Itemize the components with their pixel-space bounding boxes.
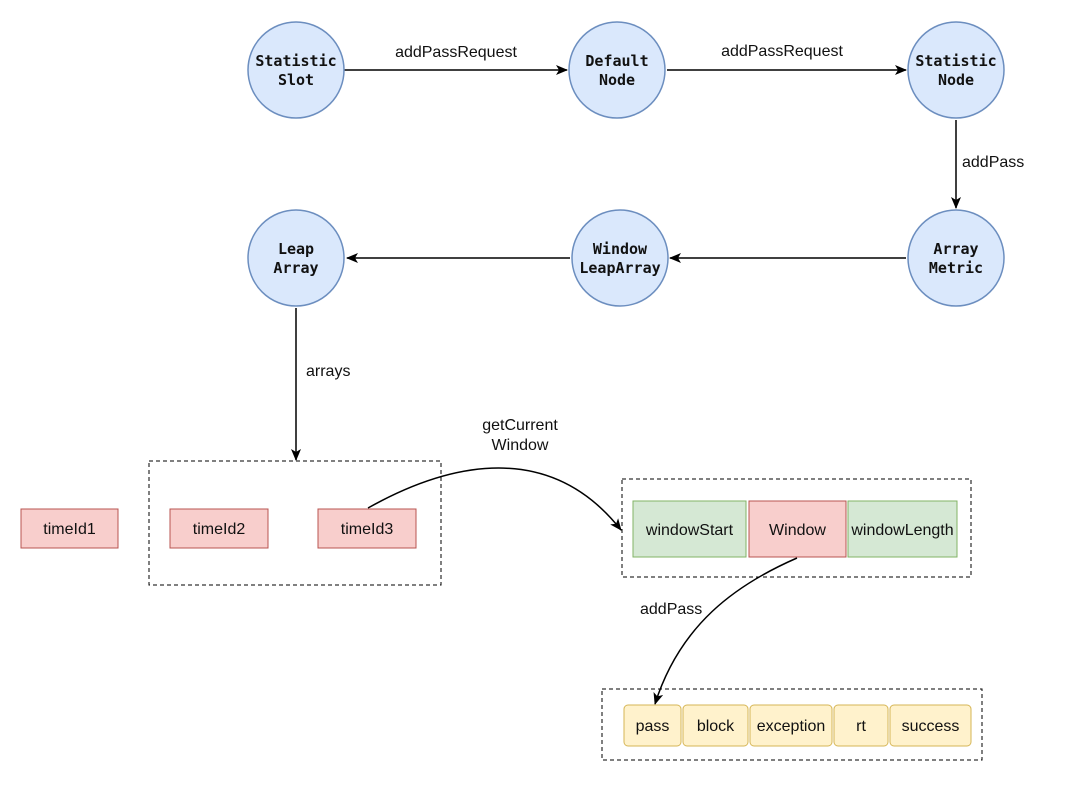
window-start-field: windowStart [632,500,747,558]
time-id-3-label: timeId3 [341,521,394,538]
node-default-node: Default Node [568,21,666,119]
counter-exception: exception [749,704,833,747]
node-window-leap-array: Window LeapArray [571,209,669,307]
edge-label-get-current: getCurrent [482,417,558,434]
window-label: Window [769,522,826,539]
node-array-metric: Array Metric [907,209,1005,307]
edge-window-add-pass [653,557,798,705]
window-length-field: windowLength [847,500,958,558]
edge-label-add-pass-request-1: addPassRequest [395,44,517,61]
node-statistic-node-line2: Node [938,71,974,89]
node-statistic-node-line1: Statistic [915,52,996,70]
edge-label-arrays: arrays [306,363,350,380]
window-length-label: windowLength [850,522,953,539]
node-default-node-line2: Node [599,71,635,89]
node-default-node-line1: Default [585,52,648,70]
node-statistic-slot-line2: Slot [278,71,314,89]
node-window-leap-array-line1: Window [593,240,648,258]
node-leap-array-line2: Array [273,259,318,277]
counter-exception-label: exception [757,718,826,735]
time-id-1-label: timeId1 [43,521,96,538]
edge-label-window: Window [492,437,549,454]
node-array-metric-line2: Metric [929,259,983,277]
edge-label-add-pass: addPass [962,154,1024,171]
node-statistic-slot: Statistic Slot [247,21,345,119]
node-leap-array-line1: Leap [278,240,314,258]
counter-rt: rt [833,704,889,747]
node-leap-array: Leap Array [247,209,345,307]
counter-pass: pass [623,704,682,747]
node-statistic-slot-line1: Statistic [255,52,336,70]
time-id-3: timeId3 [317,508,417,549]
time-id-2-label: timeId2 [193,521,246,538]
node-array-metric-line1: Array [933,240,978,258]
counter-success-label: success [902,718,960,735]
counter-pass-label: pass [636,718,670,735]
time-id-2: timeId2 [169,508,269,549]
window-field: Window [748,500,847,558]
node-statistic-node: Statistic Node [907,21,1005,119]
edge-label-window-add-pass: addPass [640,601,702,618]
edge-label-add-pass-request-2: addPassRequest [721,43,843,60]
counters-container [601,688,983,761]
counter-success: success [889,704,972,747]
counter-block: block [682,704,749,747]
time-id-1: timeId1 [20,508,119,549]
counter-rt-label: rt [856,718,866,735]
counter-block-label: block [697,718,735,735]
edges [291,65,961,705]
window-start-label: windowStart [645,522,734,539]
arrays-container [148,460,442,586]
node-window-leap-array-line2: LeapArray [579,259,660,277]
edge-get-current-window [367,467,622,531]
